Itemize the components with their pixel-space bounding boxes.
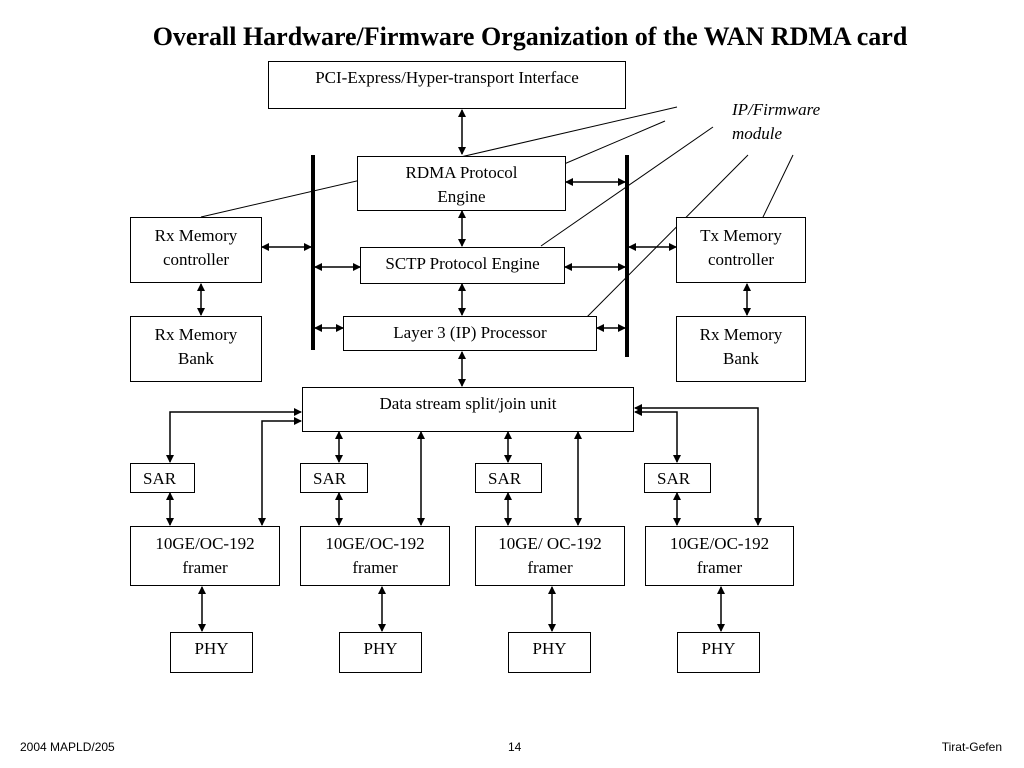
tx-memory-controller-block: Tx Memory controller	[676, 217, 806, 283]
ip-firmware-module-label: IP/Firmware module	[732, 100, 821, 143]
sar-block: SAR	[300, 463, 368, 493]
arrow-split-framer4	[634, 404, 762, 526]
arrow-split-sar4	[634, 408, 681, 463]
framer-label: 10GE/OC-192 framer	[155, 534, 255, 577]
slide-title: Overall Hardware/Firmware Organization o…	[152, 22, 908, 51]
sar-label: SAR	[657, 469, 691, 488]
framer-label: 10GE/ OC-192 framer	[498, 534, 602, 577]
phy-label: PHY	[701, 639, 736, 658]
phy-label: PHY	[194, 639, 229, 658]
rx-memory-bank-right-label: Rx Memory Bank	[699, 325, 783, 368]
sar-label: SAR	[143, 469, 177, 488]
phy-block: PHY	[170, 632, 253, 673]
phy-block: PHY	[508, 632, 591, 673]
layer3-processor-block: Layer 3 (IP) Processor	[343, 316, 597, 351]
phy-block: PHY	[677, 632, 760, 673]
sctp-engine-label: SCTP Protocol Engine	[385, 254, 540, 273]
rdma-engine-label: RDMA Protocol Engine	[405, 163, 518, 206]
callout-line-l3	[577, 154, 749, 327]
framer-block: 10GE/OC-192 framer	[130, 526, 280, 586]
data-stream-split-join-block: Data stream split/join unit	[302, 387, 634, 432]
slide-number: 14	[508, 740, 522, 754]
phy-label: PHY	[532, 639, 567, 658]
sar-block: SAR	[475, 463, 542, 493]
footer-left: 2004 MAPLD/205	[20, 740, 115, 754]
rx-memory-controller-label: Rx Memory controller	[154, 226, 238, 269]
phy-label: PHY	[363, 639, 398, 658]
sar-block: SAR	[644, 463, 711, 493]
rx-memory-controller-block: Rx Memory controller	[130, 217, 262, 283]
data-stream-split-join-label: Data stream split/join unit	[379, 394, 557, 413]
phy-block: PHY	[339, 632, 422, 673]
pci-interface-label: PCI-Express/Hyper-transport Interface	[315, 68, 579, 87]
footer-right: Tirat-Gefen	[941, 740, 1002, 754]
pci-interface-block: PCI-Express/Hyper-transport Interface	[268, 61, 626, 109]
rx-memory-bank-left-block: Rx Memory Bank	[130, 316, 262, 382]
arrow-split-sar1	[166, 408, 302, 463]
sar-label: SAR	[313, 469, 347, 488]
rx-memory-bank-right-block: Rx Memory Bank	[676, 316, 806, 382]
framer-block: 10GE/OC-192 framer	[645, 526, 794, 586]
framer-block: 10GE/ OC-192 framer	[475, 526, 625, 586]
framer-label: 10GE/OC-192 framer	[669, 534, 770, 577]
sar-label: SAR	[488, 469, 522, 488]
framer-block: 10GE/OC-192 framer	[300, 526, 450, 586]
rdma-engine-block: RDMA Protocol Engine	[357, 156, 566, 211]
rx-memory-bank-left-label: Rx Memory Bank	[154, 325, 238, 368]
sctp-engine-block: SCTP Protocol Engine	[360, 247, 565, 284]
arrow-split-framer1	[258, 417, 302, 526]
callout-line-sctp	[540, 126, 714, 247]
layer3-processor-label: Layer 3 (IP) Processor	[393, 323, 547, 342]
framer-label: 10GE/OC-192 framer	[325, 534, 425, 577]
sar-block: SAR	[130, 463, 195, 493]
tx-memory-controller-label: Tx Memory controller	[700, 226, 782, 269]
